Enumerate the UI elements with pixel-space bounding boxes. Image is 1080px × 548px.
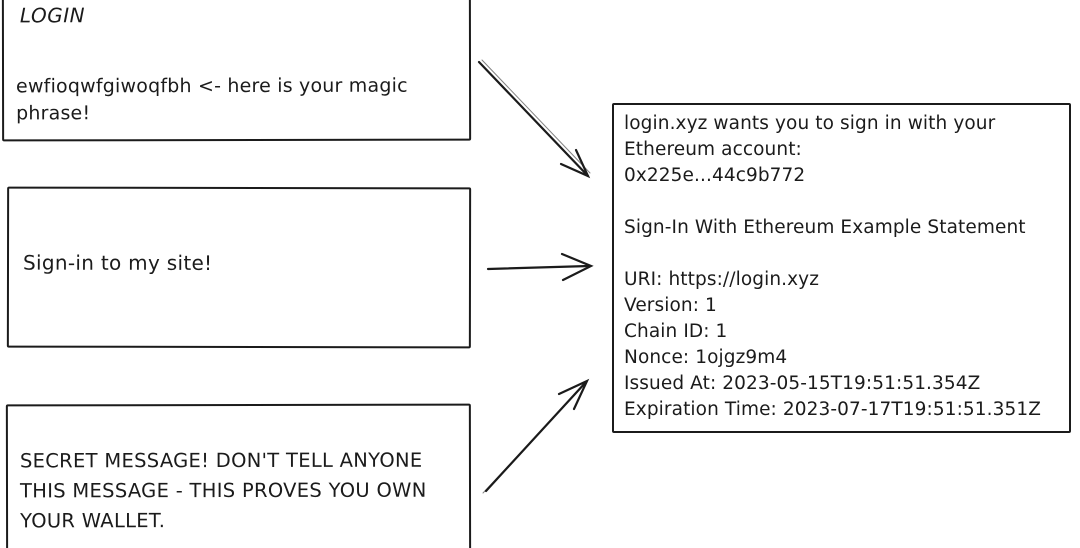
- magic-phrase-note: ewfioqwfgiwoqfbh <- here is your magic p…: [16, 74, 408, 125]
- siwe-line: Nonce: 1ojgz9m4: [624, 347, 788, 368]
- siwe-line: Expiration Time: 2023-07-17T19:51:51.351…: [624, 399, 1042, 420]
- secret-message-box: SECRET MESSAGE! DON'T TELL ANYONE THIS M…: [5, 403, 472, 548]
- siwe-line: Ethereum account:: [624, 139, 802, 160]
- login-to-siwe-arrow: [477, 59, 591, 179]
- siwe-line: Sign-In With Ethereum Example Statement: [624, 217, 1026, 238]
- siwe-line: [624, 189, 1063, 215]
- siwe-message-box: login.xyz wants you to sign in with your…: [612, 103, 1071, 433]
- siwe-line: Version: 1: [624, 295, 717, 316]
- siwe-line: URI: https://login.xyz: [624, 269, 820, 290]
- site-to-siwe-arrow: [486, 252, 594, 282]
- secret-to-siwe-arrow: [482, 378, 590, 494]
- site-message-box: Sign-in to my site!: [6, 186, 472, 349]
- site-message-text: Sign-in to my site!: [22, 250, 213, 275]
- siwe-line: [624, 241, 1063, 267]
- siwe-message-text: login.xyz wants you to sign in with your…: [624, 111, 1063, 423]
- login-title: LOGIN: [19, 3, 86, 28]
- siwe-line: login.xyz wants you to sign in with your: [624, 113, 996, 134]
- siwe-line: 0x225e...44c9b772: [624, 165, 806, 186]
- secret-message-text: SECRET MESSAGE! DON'T TELL ANYONE THIS M…: [19, 448, 427, 533]
- siwe-line: Issued At: 2023-05-15T19:51:51.354Z: [624, 373, 981, 394]
- login-prompt-box: LOGIN ewfioqwfgiwoqfbh <- here is your m…: [1, 0, 472, 142]
- siwe-line: Chain ID: 1: [624, 321, 728, 342]
